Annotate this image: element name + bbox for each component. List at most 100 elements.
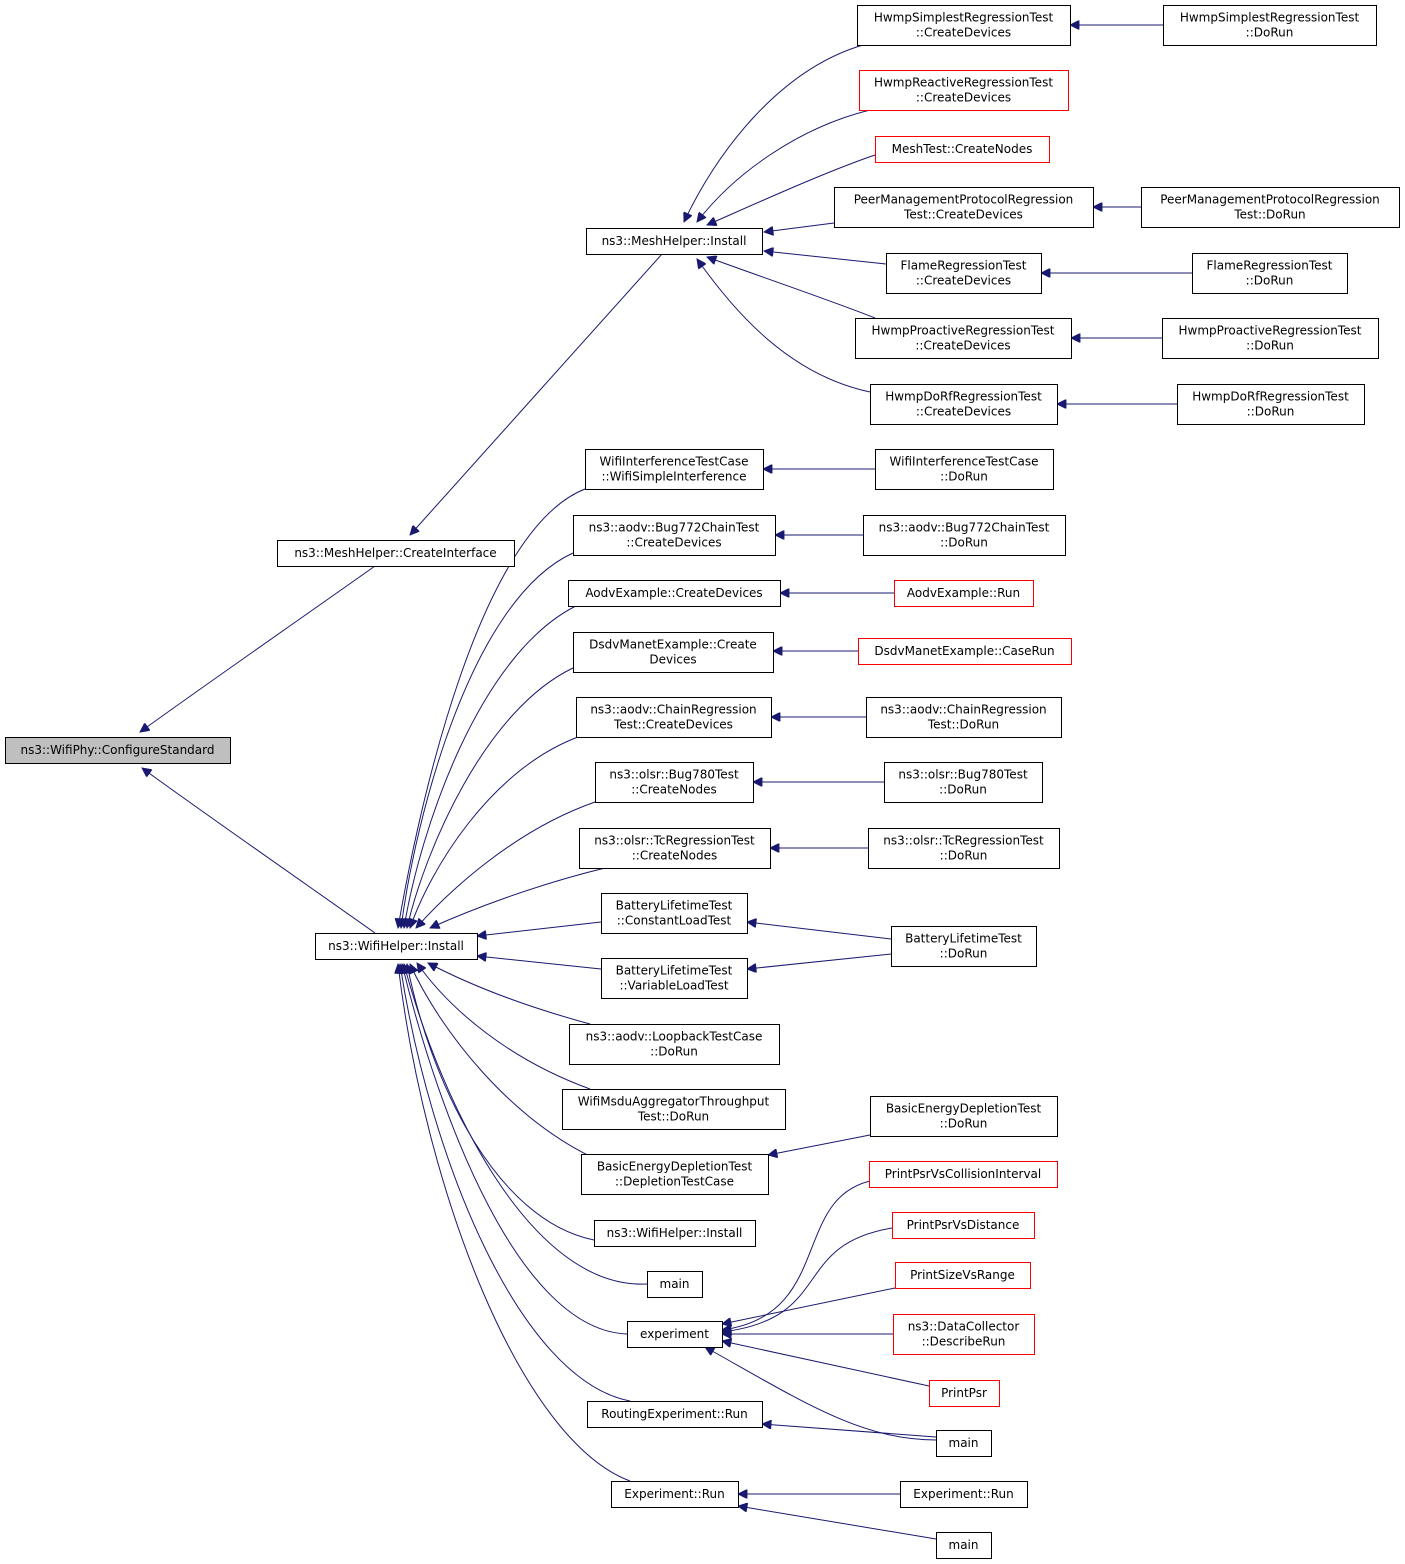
- node-label: experiment: [640, 1327, 709, 1341]
- node-peerDR[interactable]: PeerManagementProtocolRegressionTest::Do…: [1141, 187, 1400, 228]
- node-wifiInstall2[interactable]: ns3::WifiHelper::Install: [594, 1220, 756, 1247]
- node-dsdvCR[interactable]: DsdvManetExample::CaseRun: [858, 638, 1072, 665]
- node-box: [886, 253, 1042, 294]
- node-box: [894, 580, 1034, 607]
- node-label: ::CreateDevices: [916, 274, 1011, 288]
- edge-createInterface-to-root: [140, 565, 376, 732]
- node-routingRun[interactable]: RoutingExperiment::Run: [587, 1401, 763, 1428]
- node-hwmpReactCD[interactable]: HwmpReactiveRegressionTest::CreateDevice…: [859, 70, 1069, 111]
- node-hwmpProCD[interactable]: HwmpProactiveRegressionTest::CreateDevic…: [855, 318, 1072, 359]
- node-box: [647, 1271, 703, 1298]
- node-basicDR[interactable]: BasicEnergyDepletionTest::DoRun: [870, 1096, 1058, 1137]
- node-box: [859, 70, 1069, 111]
- edge-hwmpProCD-to-meshInstall: [707, 257, 876, 319]
- node-label: PrintSizeVsRange: [910, 1268, 1015, 1282]
- node-hwmpSimpCD[interactable]: HwmpSimplestRegressionTest::CreateDevice…: [857, 5, 1071, 46]
- node-box: [568, 580, 781, 607]
- node-box: [586, 228, 763, 255]
- node-box: [595, 762, 754, 803]
- node-dsdvCD[interactable]: DsdvManetExample::CreateDevices: [573, 632, 774, 673]
- node-tcCN[interactable]: ns3::olsr::TcRegressionTest::CreateNodes: [579, 828, 771, 869]
- edge-hwmpDoRfCD-to-meshInstall: [697, 259, 871, 393]
- node-main3[interactable]: main: [936, 1532, 992, 1559]
- edge-wifiInstall-to-root: [142, 768, 376, 934]
- node-flameDR[interactable]: FlameRegressionTest::DoRun: [1192, 253, 1348, 294]
- node-label: ns3::olsr::TcRegressionTest: [594, 834, 755, 848]
- node-bug772CD[interactable]: ns3::aodv::Bug772ChainTest::CreateDevice…: [573, 515, 776, 556]
- node-battVL[interactable]: BatteryLifetimeTest::VariableLoadTest: [601, 958, 748, 999]
- node-expRun[interactable]: Experiment::Run: [611, 1481, 739, 1508]
- node-psvr[interactable]: PrintSizeVsRange: [895, 1262, 1031, 1289]
- node-label: PeerManagementProtocolRegression: [1160, 193, 1380, 207]
- node-meshTestCN[interactable]: MeshTest::CreateNodes: [875, 136, 1050, 163]
- node-hwmpSimpDR[interactable]: HwmpSimplestRegressionTest::DoRun: [1163, 5, 1377, 46]
- node-label: Test::DoRun: [927, 718, 999, 732]
- node-bug780CN[interactable]: ns3::olsr::Bug780Test::CreateNodes: [595, 762, 754, 803]
- node-wifiIntDR[interactable]: WifiInterferenceTestCase::DoRun: [875, 449, 1054, 490]
- node-meshInstall[interactable]: ns3::MeshHelper::Install: [586, 228, 763, 255]
- node-label: HwmpProactiveRegressionTest: [872, 324, 1055, 338]
- edge-experiment-to-wifiInstall: [402, 964, 628, 1335]
- node-bug780DR[interactable]: ns3::olsr::Bug780Test::DoRun: [884, 762, 1043, 803]
- node-root: ns3::WifiPhy::ConfigureStandard: [5, 737, 231, 764]
- node-battCL[interactable]: BatteryLifetimeTest::ConstantLoadTest: [601, 893, 748, 934]
- node-hwmpDoRfDR[interactable]: HwmpDoRfRegressionTest::DoRun: [1177, 384, 1365, 425]
- node-box: [601, 958, 748, 999]
- node-label: ns3::WifiPhy::ConfigureStandard: [21, 743, 215, 757]
- node-bug772DR[interactable]: ns3::aodv::Bug772ChainTest::DoRun: [863, 515, 1066, 556]
- node-label: ns3::WifiHelper::Install: [328, 939, 464, 953]
- edge-main3-to-expRun: [738, 1506, 937, 1540]
- node-basicDTC[interactable]: BasicEnergyDepletionTest::DepletionTestC…: [581, 1154, 769, 1195]
- node-wifiIntSI[interactable]: WifiInterferenceTestCase::WifiSimpleInte…: [585, 449, 764, 490]
- node-main2[interactable]: main: [936, 1430, 992, 1457]
- node-wifiInstall[interactable]: ns3::WifiHelper::Install: [315, 933, 478, 960]
- node-peerCD[interactable]: PeerManagementProtocolRegressionTest::Cr…: [834, 187, 1094, 228]
- node-label: ns3::MeshHelper::CreateInterface: [294, 546, 496, 560]
- edge-basicDTC-to-wifiInstall: [410, 964, 599, 1161]
- node-label: ::VariableLoadTest: [619, 979, 728, 993]
- node-createInterface[interactable]: ns3::MeshHelper::CreateInterface: [277, 540, 515, 567]
- node-dcDR[interactable]: ns3::DataCollector::DescribeRun: [893, 1314, 1035, 1355]
- node-battDR[interactable]: BatteryLifetimeTest::DoRun: [891, 926, 1037, 967]
- node-expRun2[interactable]: Experiment::Run: [900, 1481, 1028, 1508]
- node-label: ::CreateDevices: [915, 339, 1010, 353]
- edge-battDR-to-battCL: [747, 922, 892, 940]
- node-ppsr[interactable]: PrintPsr: [929, 1380, 1000, 1407]
- node-box: [936, 1532, 992, 1559]
- edge-bug772CD-to-wifiInstall: [401, 552, 574, 928]
- edge-msduDR-to-wifiInstall: [417, 963, 591, 1090]
- edge-ppsrD-to-experiment: [722, 1227, 893, 1332]
- edge-dsdvCD-to-wifiInstall: [407, 667, 574, 928]
- node-chainCD[interactable]: ns3::aodv::ChainRegressionTest::CreateDe…: [576, 697, 772, 738]
- edge-basicDR-to-basicDTC: [768, 1134, 871, 1155]
- node-label: ns3::olsr::Bug780Test: [898, 768, 1028, 782]
- node-experiment[interactable]: experiment: [627, 1321, 723, 1348]
- node-loopDR[interactable]: ns3::aodv::LoopbackTestCase::DoRun: [569, 1024, 780, 1065]
- node-label: Experiment::Run: [913, 1487, 1013, 1501]
- node-label: ns3::WifiHelper::Install: [607, 1226, 743, 1240]
- node-tcDR[interactable]: ns3::olsr::TcRegressionTest::DoRun: [868, 828, 1060, 869]
- node-aodvExRun[interactable]: AodvExample::Run: [894, 580, 1034, 607]
- node-hwmpProDR[interactable]: HwmpProactiveRegressionTest::DoRun: [1162, 318, 1379, 359]
- node-label: ns3::olsr::Bug780Test: [609, 768, 739, 782]
- node-label: BasicEnergyDepletionTest: [886, 1102, 1042, 1116]
- node-box: [585, 449, 764, 490]
- node-main1[interactable]: main: [647, 1271, 703, 1298]
- node-label: main: [949, 1538, 979, 1552]
- node-flameCD[interactable]: FlameRegressionTest::CreateDevices: [886, 253, 1042, 294]
- node-label: HwmpDoRfRegressionTest: [1192, 390, 1349, 404]
- node-label: ::CreateDevices: [916, 91, 1011, 105]
- node-ppsrCI[interactable]: PrintPsrVsCollisionInterval: [869, 1161, 1058, 1188]
- node-label: ::CreateDevices: [626, 536, 721, 550]
- edge-peerCD-to-meshInstall: [764, 222, 835, 232]
- node-hwmpDoRfCD[interactable]: HwmpDoRfRegressionTest::CreateDevices: [870, 384, 1058, 425]
- node-box: [315, 933, 478, 960]
- node-aodvExCD[interactable]: AodvExample::CreateDevices: [568, 580, 781, 607]
- node-label: ::DescribeRun: [922, 1335, 1006, 1349]
- node-ppsrD[interactable]: PrintPsrVsDistance: [892, 1212, 1035, 1239]
- node-box: [601, 893, 748, 934]
- node-box: [870, 384, 1058, 425]
- edge-loopDR-to-wifiInstall: [428, 963, 591, 1025]
